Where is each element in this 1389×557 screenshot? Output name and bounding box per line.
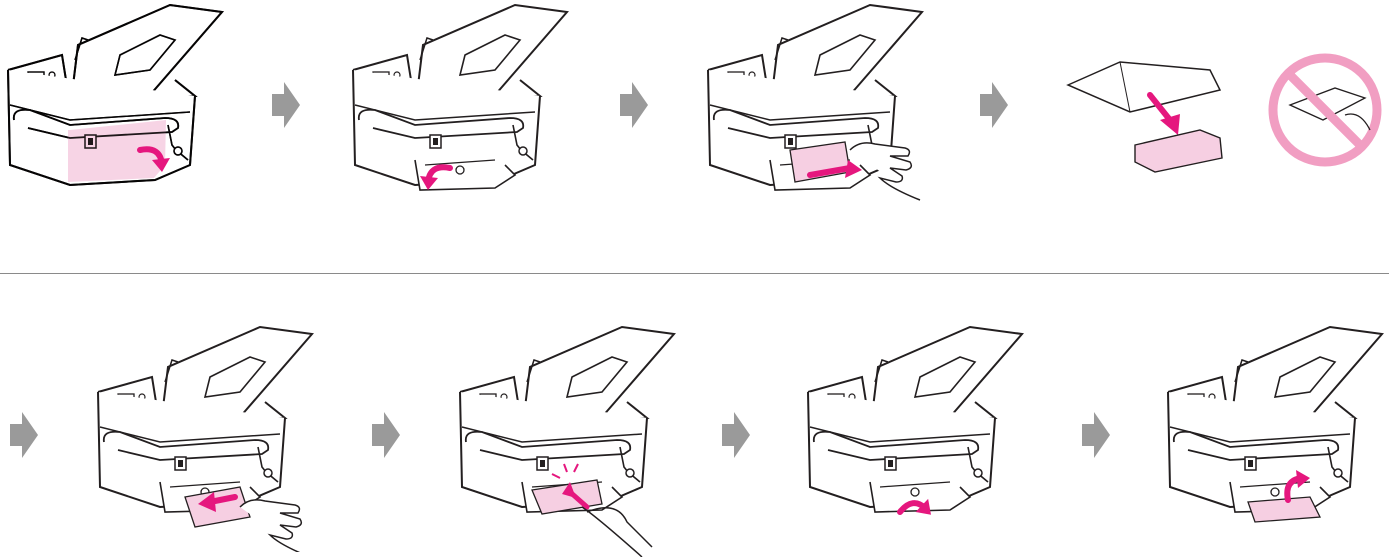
- printer-illustration: [700, 0, 940, 201]
- cartridge: [1134, 129, 1223, 173]
- next-step-arrow-icon: [720, 410, 752, 460]
- step-5-figure: [90, 322, 330, 552]
- step-4-figure: [1060, 40, 1240, 190]
- step-3-figure: [700, 0, 940, 210]
- printer-illustration: [800, 322, 1030, 532]
- step-6-figure: [452, 322, 682, 557]
- cartridge-unpacking: [1066, 61, 1223, 173]
- next-step-arrow-icon: [8, 410, 40, 460]
- next-step-arrow-icon: [1080, 410, 1112, 460]
- prohibited-sign-icon: [1265, 50, 1385, 170]
- rear-cover-highlight: [1247, 496, 1322, 523]
- printer-illustration: [452, 322, 682, 557]
- step-2-figure: [345, 0, 575, 200]
- next-step-arrow-icon: [978, 80, 1010, 130]
- next-step-arrow-icon: [370, 410, 402, 460]
- push-arrow-icon: [807, 165, 853, 178]
- next-step-arrow-icon: [618, 80, 650, 130]
- printer-illustration: [1160, 322, 1389, 523]
- step-7-figure: [800, 322, 1030, 532]
- row-divider: [0, 273, 1389, 274]
- step-8-figure: [1160, 322, 1389, 532]
- hand: [239, 499, 311, 552]
- printer-illustration: [90, 322, 330, 552]
- next-step-arrow-icon: [270, 80, 302, 130]
- printer-illustration: [7, 4, 223, 186]
- step-1-figure: [0, 0, 230, 200]
- printer-illustration: [345, 0, 575, 200]
